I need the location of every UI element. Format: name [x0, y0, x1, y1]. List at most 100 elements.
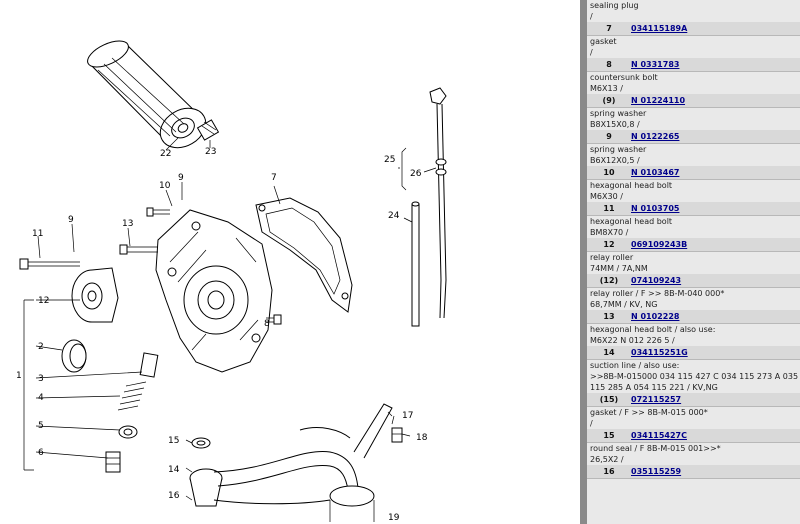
part-description-line: hexagonal head bolt / also use: [590, 325, 716, 334]
item-position: 14 [603, 347, 615, 357]
item-position: 8 [606, 59, 612, 69]
guide-tube-drawing[interactable] [411, 201, 420, 327]
item-position: 9 [606, 131, 612, 141]
part-number-link[interactable]: 072115257 [631, 394, 682, 404]
callout-14: 14 [168, 465, 180, 475]
part-number-link[interactable]: N 0103705 [631, 203, 680, 213]
relay-roller-drawing[interactable] [71, 267, 119, 323]
callout-23: 23 [205, 147, 216, 157]
leader-lines [23, 137, 437, 501]
callout-9: 9 [178, 173, 184, 183]
part-number-link[interactable]: 035115259 [631, 466, 682, 476]
part-number-row: 15 034115427C [587, 429, 800, 442]
part-number-link[interactable]: 069109243B [631, 239, 688, 249]
bolts-drawing[interactable] [19, 207, 282, 325]
callout-1: 1 [16, 371, 22, 381]
part-description-line: 115 285 A 054 115 221 / KV,NG [590, 383, 718, 392]
part-description-line: >>8B-M-015000 034 115 427 C 034 115 273 … [590, 372, 799, 381]
parts-list-entry: suction line / also use: >>8B-M-015000 03… [587, 360, 800, 407]
item-position: 11 [603, 203, 615, 213]
suction-line-drawing[interactable] [189, 403, 403, 522]
part-number-row: 9 N 0122265 [587, 130, 800, 143]
dipstick-drawing[interactable] [429, 87, 447, 319]
part-number-link[interactable]: N 0103467 [631, 167, 680, 177]
parts-list-entry: hexagonal head bolt / also use:M6X22 N 0… [587, 324, 800, 360]
item-position: (9) [602, 95, 616, 105]
part-description-line: hexagonal head bolt [590, 181, 673, 190]
callout-19: 19 [388, 513, 400, 523]
part-description-line: B8X15X0,8 / [590, 120, 640, 129]
panel-divider[interactable] [580, 0, 587, 524]
part-description-line: countersunk bolt [590, 73, 658, 82]
part-description-line: / [590, 48, 593, 57]
part-number-row: 8 N 0331783 [587, 58, 800, 71]
part-description-line: 74MM / 7A,NM [590, 264, 648, 273]
part-description-line: relay roller / F >> 8B-M-040 000* [590, 289, 725, 298]
oil-filter-drawing[interactable] [84, 36, 213, 156]
callout-7: 7 [271, 173, 277, 183]
part-description-line: spring washer [590, 145, 647, 154]
callout-25: 25 [384, 155, 395, 165]
part-description-line: suction line / also use: [590, 361, 680, 370]
seal-ring-drawing[interactable] [61, 339, 87, 373]
part-description-line: 26,5X2 / [590, 455, 624, 464]
part-number-link[interactable]: 034115251G [631, 347, 688, 357]
item-position: 16 [603, 466, 615, 476]
parts-list-panel: sealing plug / 7 034115189A gasket / 8 N 033178… [587, 0, 800, 524]
part-number-link[interactable]: N 01224110 [631, 95, 686, 105]
callout-9b: 9 [68, 215, 74, 225]
part-description-line: sealing plug [590, 1, 639, 10]
part-number-row: 10 N 0103467 [587, 166, 800, 179]
part-number-link[interactable]: N 0331783 [631, 59, 680, 69]
part-number-row: 16 035115259 [587, 465, 800, 478]
item-position: 15 [603, 430, 615, 440]
part-description-line: BM8X70 / [590, 228, 629, 237]
oil-pump-housing-drawing[interactable] [155, 209, 273, 373]
item-position: (15) [599, 394, 619, 404]
part-description-line: / [590, 12, 593, 21]
part-number-row: 13 N 0102228 [587, 310, 800, 323]
part-number-row: 11 N 0103705 [587, 202, 800, 215]
threaded-nipple-drawing[interactable] [196, 119, 220, 141]
cover-gasket-drawing[interactable] [255, 197, 353, 313]
part-number-link[interactable]: N 0122265 [631, 131, 680, 141]
item-position: 13 [603, 311, 615, 321]
item-position: 7 [606, 23, 612, 33]
part-number-link[interactable]: 034115189A [631, 23, 688, 33]
part-number-row: 14 034115251G [587, 346, 800, 359]
part-number-link[interactable]: 034115427C [631, 430, 687, 440]
part-number-row: (9) N 01224110 [587, 94, 800, 107]
callout-11: 11 [32, 229, 43, 239]
part-description-line: M6X13 / [590, 84, 623, 93]
relief-valve-drawing[interactable] [105, 352, 159, 473]
callout-13: 13 [122, 219, 133, 229]
callout-15: 15 [168, 436, 179, 446]
part-number-row: (15) 072115257 [587, 393, 800, 406]
part-number-row: (12)074109243 [587, 274, 800, 287]
callout-10: 10 [159, 181, 171, 191]
callout-labels: 22 23 7 10 9 9 13 11 12 2 3 4 5 6 1 8 25… [16, 147, 428, 523]
part-description-line: / [590, 419, 593, 428]
callout-17: 17 [402, 411, 413, 421]
part-description-line: spring washer [590, 109, 647, 118]
part-number-link[interactable]: 074109243 [631, 275, 682, 285]
item-position: 12 [603, 239, 615, 249]
item-position: 10 [603, 167, 615, 177]
exploded-parts-diagram: 22 23 7 10 9 9 13 11 12 2 3 4 5 6 1 8 25… [16, 36, 447, 523]
part-description-line: round seal / F 8B-M-015 001>>* [590, 444, 721, 453]
part-number-row: 12 069109243B [587, 238, 800, 251]
parts-list-entry: relay roller 74MM / 7A,NM(12)074109243 [587, 252, 800, 288]
parts-list-entry: round seal / F 8B-M-015 001>>*26,5X2 /16… [587, 443, 800, 479]
part-number-link[interactable]: N 0102228 [631, 311, 680, 321]
part-description-line: gasket [590, 37, 617, 46]
part-description-line: relay roller [590, 253, 634, 262]
part-description-line: B6X12X0,5 / [590, 156, 640, 165]
callout-4: 4 [38, 393, 44, 403]
callout-12: 12 [38, 296, 49, 306]
callout-22: 22 [160, 149, 171, 159]
callout-24: 24 [388, 211, 400, 221]
